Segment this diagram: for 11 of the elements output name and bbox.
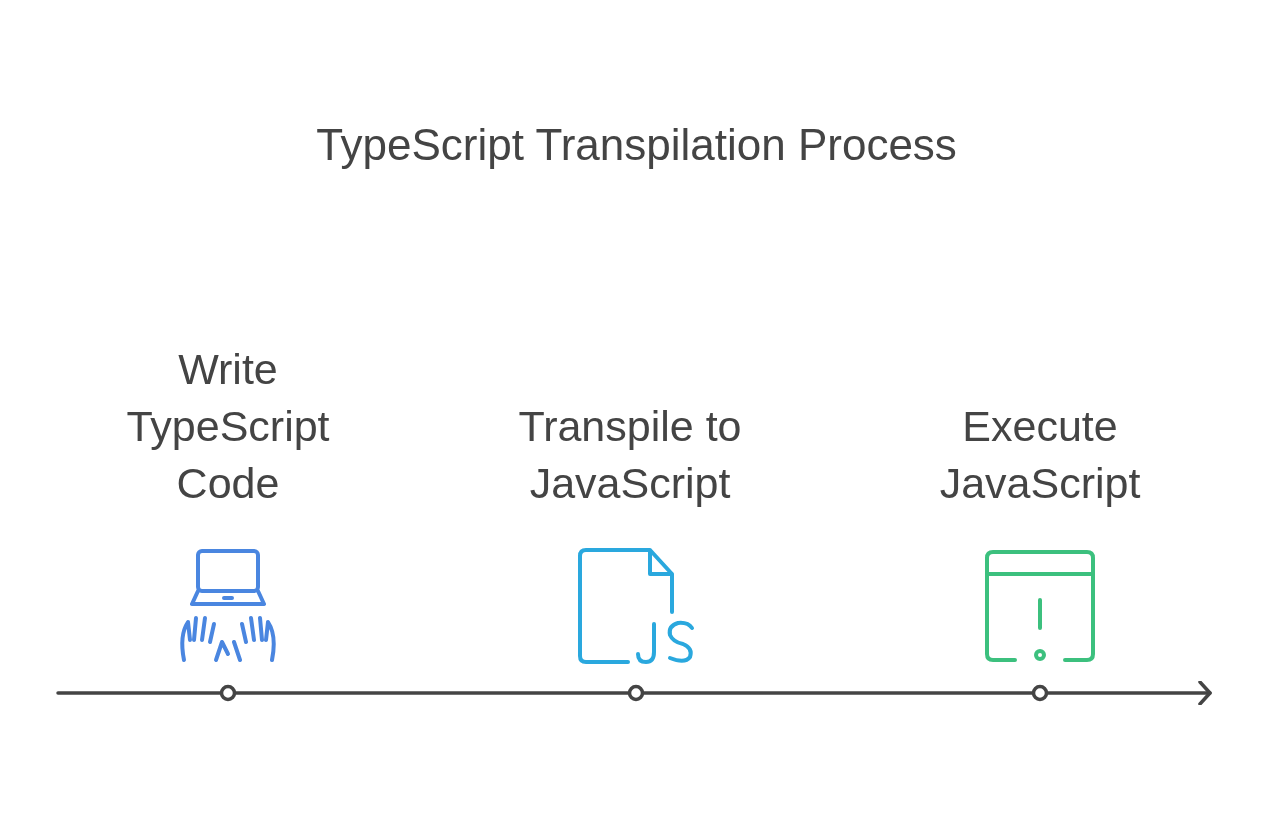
timeline-dot	[219, 684, 237, 702]
timeline-line	[56, 691, 222, 695]
step-label: Execute JavaScript	[890, 398, 1190, 512]
timeline-line	[642, 691, 1034, 695]
step-label: Write TypeScript Code	[78, 341, 378, 512]
timeline-dot	[1031, 684, 1049, 702]
diagram-title: TypeScript Transpilation Process	[315, 120, 958, 170]
step-label: Transpile to JavaScript	[480, 398, 780, 512]
timeline-dot	[627, 684, 645, 702]
timeline-line	[234, 691, 630, 695]
timeline-arrow	[1046, 680, 1212, 706]
